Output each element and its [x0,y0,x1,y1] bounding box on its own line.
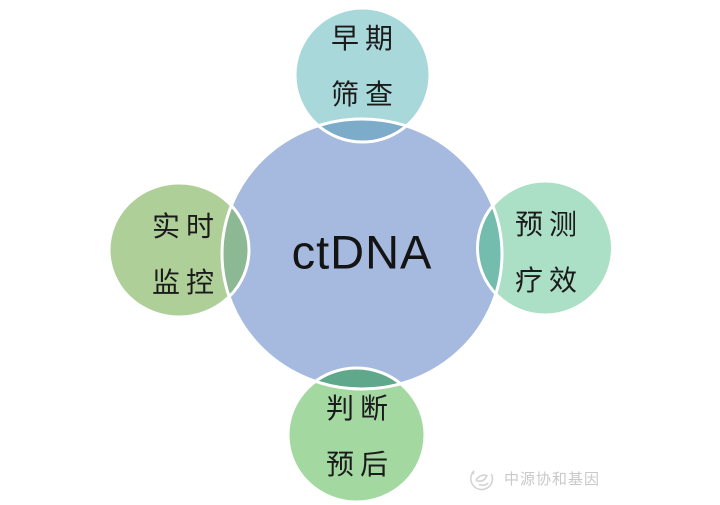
center-circle [222,119,502,389]
node-circle-left-outline [107,181,251,319]
node-label-right-line1: 预测 [514,210,584,241]
node-label-bottom-line1: 判断 [325,394,395,425]
swirl-logo-icon [470,470,494,491]
node-circle-bottom [288,368,425,502]
node-circle-right-outline [476,179,614,317]
node-label-top: 早期 筛查 [325,12,399,124]
circle-outlines [107,6,614,504]
node-circle-top [295,8,430,142]
node-circle-bottom-outline [286,366,427,504]
node-label-bottom: 判断 预后 [320,382,394,494]
node-label-left-line2: 监控 [151,268,221,299]
node-label-bottom-line2: 预后 [325,450,395,481]
node-label-right-line2: 疗效 [514,266,584,297]
node-label-left-line1: 实时 [151,212,221,243]
node-label-top-line1: 早期 [330,24,400,55]
node-label-left: 实时 监控 [146,200,220,312]
node-circle-left [109,183,249,317]
watermark: 中源协和基因 [467,464,600,493]
node-circle-top-outline [293,6,432,144]
watermark-text: 中源协和基因 [504,471,601,488]
center-circle-outline [220,117,504,391]
center-label: ctDNA [291,225,433,279]
node-circle-right [477,181,613,315]
node-label-right: 预测 疗效 [509,198,583,310]
node-label-top-line2: 筛查 [330,80,400,111]
